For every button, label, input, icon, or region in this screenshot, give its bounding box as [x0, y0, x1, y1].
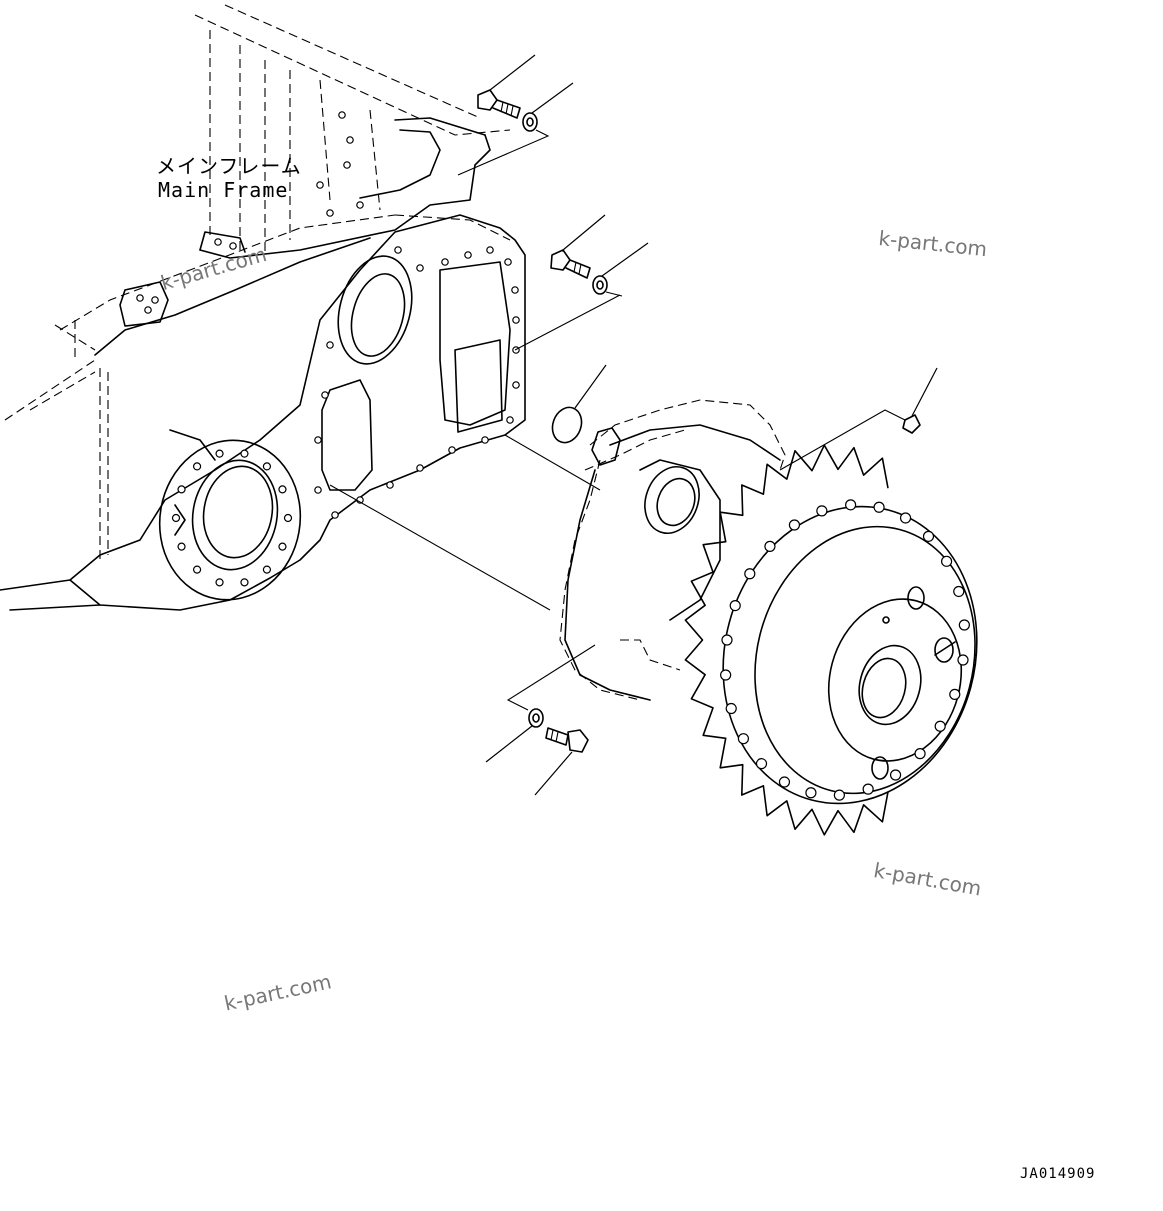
sprocket-bolt-circle: [720, 499, 970, 801]
washer-lower: [485, 644, 596, 763]
bolt-hole: [512, 381, 520, 389]
bolt-hole: [755, 758, 768, 770]
bolt-lower: [534, 727, 589, 796]
bolt-hole: [278, 542, 287, 551]
bolt-hole: [214, 238, 222, 246]
bolt-hole: [331, 511, 339, 519]
drawing-code: JA014909: [1020, 1166, 1096, 1182]
bolt-hole: [316, 181, 324, 189]
bolt-hole: [278, 485, 287, 494]
bolt-hole: [314, 436, 322, 444]
bolt-hole: [737, 733, 750, 745]
bolt-hole: [171, 513, 181, 523]
bolt-hole: [262, 565, 272, 574]
bolt-hole: [321, 391, 329, 399]
main-frame-label-en: Main Frame: [158, 178, 289, 202]
bolt-hole: [958, 619, 970, 631]
bolt-hole: [464, 251, 472, 259]
plug-right: [779, 367, 938, 471]
bolt-hole: [845, 499, 857, 511]
bolt-hole: [386, 481, 394, 489]
bolt-hole: [314, 486, 322, 494]
bolt-hole: [889, 769, 902, 781]
bolt-hole: [346, 136, 354, 144]
bolt-hole: [486, 246, 494, 254]
bolt-hole: [816, 505, 828, 517]
bolt-hole: [394, 246, 402, 254]
bolt-hole: [899, 512, 912, 524]
bolt-hole: [416, 464, 424, 472]
bolt-upper-1: [477, 54, 536, 119]
bolt-hole: [511, 286, 519, 294]
bolt-hole: [151, 296, 159, 304]
bolt-hole: [729, 599, 741, 612]
bolt-hole: [940, 555, 953, 567]
bolt-hole: [744, 568, 756, 580]
bolt-hole: [481, 436, 489, 444]
washer-upper-2: [592, 242, 649, 297]
bolt-hole: [504, 258, 512, 266]
washer-upper-1: [457, 82, 574, 176]
bolt-hole: [778, 776, 791, 788]
bolt-hole: [922, 530, 935, 542]
bolt-hole: [215, 449, 224, 458]
bolt-hole: [725, 702, 737, 715]
bolt-hole: [416, 264, 424, 272]
bolt-hole: [862, 783, 874, 795]
bolt-hole: [764, 540, 776, 552]
bolt-hole: [326, 341, 334, 349]
bolt-hole: [448, 446, 456, 454]
bolt-hole: [957, 654, 969, 666]
bolt-hole: [953, 585, 965, 598]
bolt-hole: [512, 316, 520, 324]
bolt-hole: [144, 306, 152, 314]
bolt-hole: [326, 209, 334, 217]
bolt-hole: [934, 720, 946, 732]
bolt-hole: [805, 787, 817, 799]
bolt-hole: [136, 294, 144, 302]
bolt-hole: [788, 519, 801, 531]
bolt-hole: [914, 748, 926, 760]
bolt-hole: [192, 565, 202, 574]
o-ring: [551, 364, 607, 444]
bolt-hole: [949, 688, 961, 701]
bolt-hole: [441, 258, 449, 266]
bolt-upper-2: [550, 214, 606, 279]
bolt-hole: [262, 462, 272, 471]
main-frame: [0, 4, 526, 611]
bolt-hole: [177, 542, 186, 551]
bolt-hole: [283, 513, 293, 523]
bolt-hole: [229, 242, 237, 250]
bolt-hole: [338, 111, 346, 119]
bolt-hole: [240, 578, 249, 587]
bolt-hole: [833, 789, 845, 801]
bolt-hole: [721, 634, 733, 646]
frame-bolt-holes: [136, 111, 520, 587]
bolt-hole: [177, 485, 186, 494]
bolt-hole: [506, 416, 514, 424]
bolt-hole: [356, 201, 364, 209]
bolt-hole: [215, 578, 224, 587]
bolt-hole: [343, 161, 351, 169]
bolt-hole: [720, 669, 732, 681]
bolt-hole: [240, 449, 249, 458]
bolt-hole: [873, 501, 885, 513]
main-frame-label-jp: メインフレーム: [156, 154, 302, 178]
bolt-hole: [192, 462, 202, 471]
final-drive-assembly: [559, 399, 978, 836]
